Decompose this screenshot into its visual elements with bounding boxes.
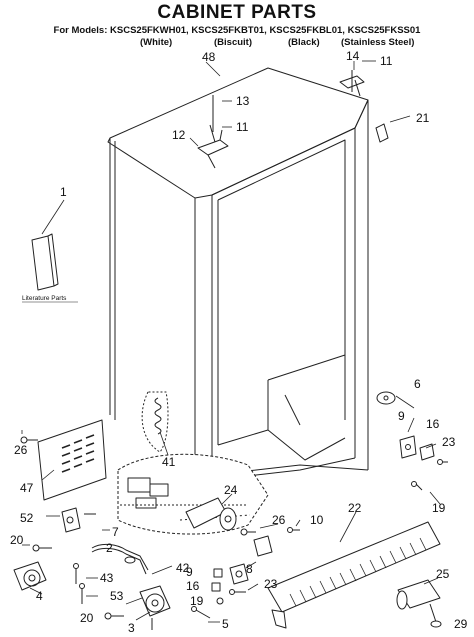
callout-3: 3 [128,621,135,635]
leader-lines [21,60,441,623]
callout-16-right: 16 [426,417,440,431]
callout-20-top: 20 [10,533,24,547]
callout-52: 52 [20,511,34,525]
right-bracket-9 [399,435,417,459]
callout-10: 10 [310,513,324,527]
color-black: (Black) [288,37,320,48]
roller-4 [13,561,47,591]
callout-9-bottom: 9 [186,565,193,579]
right-screw-23 [437,459,448,465]
screw-5 [191,606,211,619]
callout-11-left: 11 [236,120,249,134]
callout-23-bottom: 23 [264,577,278,591]
callout-5: 5 [222,617,229,631]
literature-booklet [31,233,59,291]
callout-20-bottom: 20 [80,611,94,625]
callout-47: 47 [20,481,34,495]
spring-41 [141,391,169,453]
callout-29: 29 [454,617,468,631]
cabinet-shell [107,67,369,481]
part-21-clip [375,123,389,143]
callout-1: 1 [60,185,67,199]
screw-20-bottom [104,612,124,620]
callout-numbers: 48 13 11 12 14 11 21 1 41 26 47 52 7 24 … [10,49,468,635]
back-panel-47 [37,419,107,501]
callout-22: 22 [348,501,362,515]
callout-21: 21 [416,111,430,125]
callout-26-right: 26 [272,513,286,527]
callout-9-right: 9 [398,409,405,423]
part-26-bracket [253,535,273,557]
callout-2: 2 [106,541,113,555]
screw-43 [73,563,79,584]
bracket-52 [61,507,96,533]
filter-25 [396,579,442,628]
screw-10 [287,527,300,533]
callout-7: 7 [112,525,119,539]
screw-19 [216,597,224,605]
right-clip-16 [419,443,435,461]
callout-19-right: 19 [432,501,446,515]
right-screw-19 [411,481,423,491]
part-24-tube [185,497,237,531]
callout-23-right: 23 [442,435,456,449]
color-white: (White) [140,37,173,48]
callout-25: 25 [436,567,450,581]
diagram-title: CABINET PARTS [157,2,317,23]
callout-41: 41 [162,455,176,469]
part-8-bracket [229,563,249,585]
part-16-clip [211,582,221,592]
top-right-hinge [339,70,365,97]
callout-42: 42 [176,561,190,575]
callout-26-left: 26 [14,443,28,457]
callout-13: 13 [236,94,250,108]
callout-24: 24 [224,483,238,497]
screw-53 [79,583,85,604]
callout-6: 6 [414,377,421,391]
tube-42 [91,543,149,575]
callout-11-right: 11 [380,54,393,68]
color-biscuit: (Biscuit) [214,37,252,48]
callout-53: 53 [110,589,124,603]
callout-48: 48 [202,50,216,64]
model-list: For Models: KSCS25FKWH01, KSCS25FKBT01, … [53,25,421,36]
screw-26-right [240,528,256,536]
part-6-plug [376,391,396,405]
screw-20-top [32,544,52,552]
screw-23-left [229,589,246,595]
roller-2 [139,585,171,630]
color-stainless-steel: (Stainless Steel) [341,37,415,48]
callout-4: 4 [36,589,43,603]
callout-12: 12 [172,128,186,142]
literature-parts-label: Literature Parts [22,295,67,302]
callout-14: 14 [346,49,360,63]
top-hinge [197,95,229,169]
grille-22 [267,521,441,629]
callout-16-bottom: 16 [186,579,200,593]
screw-26-left [20,436,38,444]
callout-19-bottom: 19 [190,594,204,608]
callout-8: 8 [246,562,253,576]
part-9-clip [213,568,223,578]
callout-43: 43 [100,571,114,585]
